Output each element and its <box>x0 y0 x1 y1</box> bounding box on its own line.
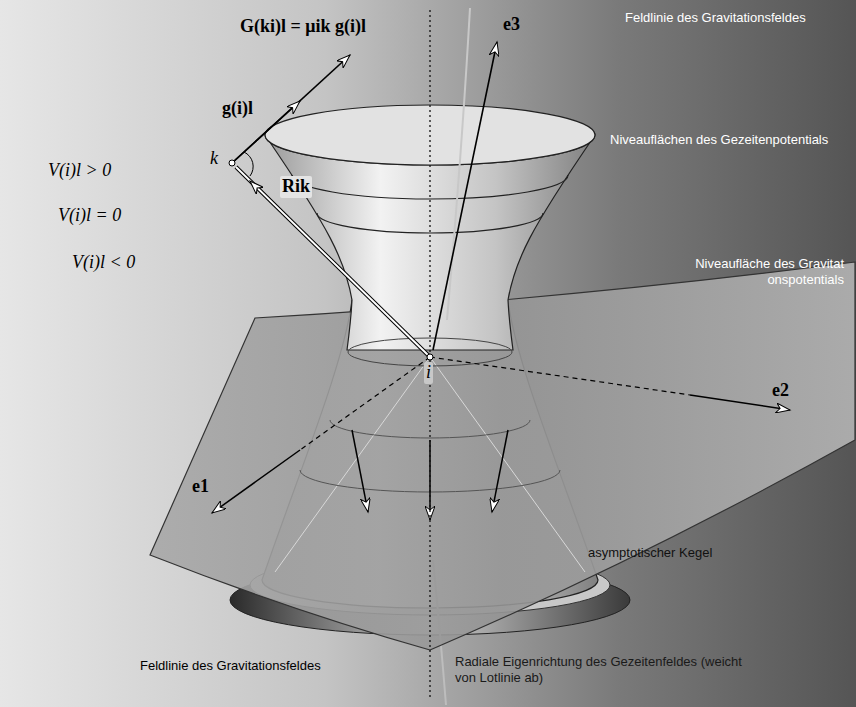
tidal-vector <box>352 430 368 512</box>
eigen-direction-label: Radiale Eigenrichtung des Gezeitenfeldes… <box>455 654 745 685</box>
axis-e2 <box>430 357 690 395</box>
vector-r <box>236 167 430 357</box>
surface-label: Niveauflächen des Gezeitenpotentials <box>610 132 828 148</box>
vector-label: Rik <box>280 176 312 198</box>
right-angle-mark <box>244 152 253 176</box>
cone-label: asymptotischer Kegel <box>588 545 712 561</box>
potential-label: V(i)l < 0 <box>72 252 135 274</box>
field-line-label: Feldlinie des Gravitationsfeldes <box>140 658 321 674</box>
vector-label: e1 <box>192 476 209 498</box>
vector-e1 <box>212 450 300 513</box>
point-k <box>229 160 235 166</box>
field-line <box>447 8 470 320</box>
vector-e3 <box>433 42 497 350</box>
vector-r-head <box>250 181 262 193</box>
potential-label: V(i)l = 0 <box>58 205 121 227</box>
surface-label: Niveaufläche des Gravitat onspotentials <box>672 256 844 287</box>
tidal-vector <box>492 430 508 512</box>
vector-label: g(i)l <box>222 98 253 120</box>
formula-label: G(ki)l = μik g(i)l <box>240 16 366 38</box>
point-label: k <box>210 148 218 170</box>
field-line-label: Feldlinie des Gravitationsfeldes <box>625 10 806 26</box>
point-label: i <box>424 362 433 384</box>
vector-label: e3 <box>503 14 520 36</box>
vector-label: e2 <box>772 380 789 402</box>
axis-e1 <box>300 357 430 450</box>
vector-r-outline <box>236 167 430 357</box>
asymptotic-cone <box>275 357 585 572</box>
point-i <box>427 354 433 360</box>
potential-label: V(i)l > 0 <box>48 160 111 182</box>
